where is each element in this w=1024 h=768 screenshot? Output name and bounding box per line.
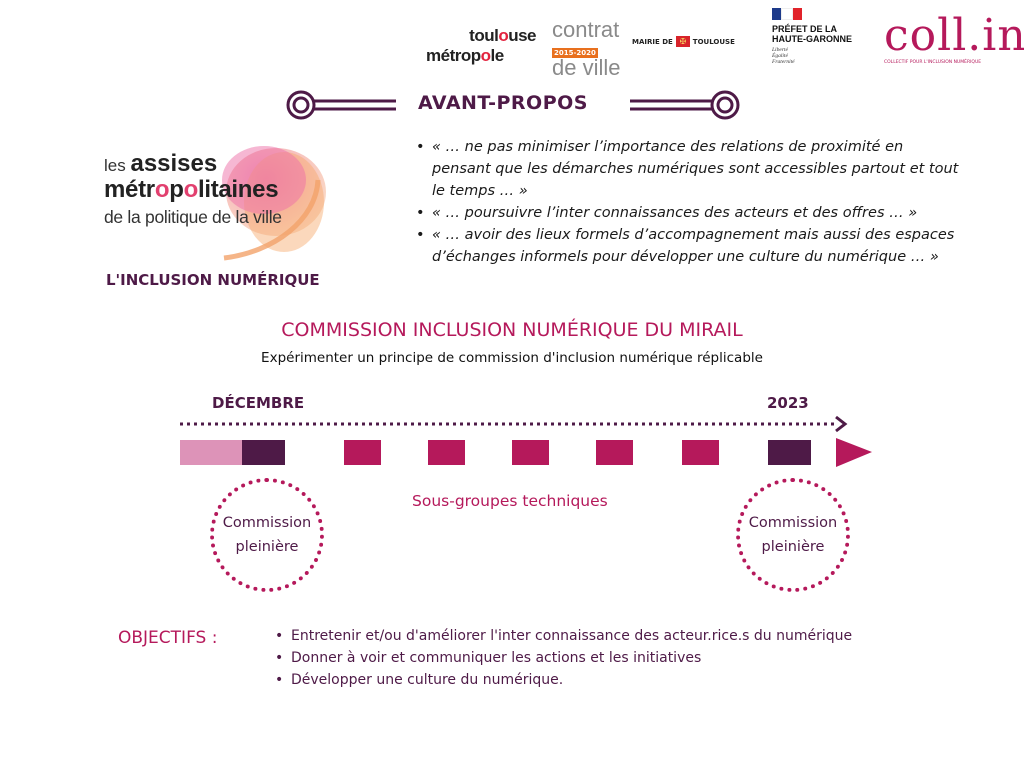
logo-text: assises (130, 150, 218, 177)
timeline-end-triangle (836, 438, 872, 467)
mairie-toulouse-logo: MAIRIE DE ✠ TOULOUSE (632, 36, 735, 47)
logo-text: litaines (197, 176, 279, 203)
logo-text: les (104, 156, 126, 175)
commission-title: COMMISSION INCLUSION NUMÉRIQUE DU MIRAIL (281, 319, 743, 341)
header-ornament-right (630, 90, 740, 120)
logo-text: de la politique de la ville (104, 207, 282, 227)
timeline-block (768, 440, 811, 465)
collin-wordmark: coll.in (884, 10, 1024, 61)
timeline-end-label: 2023 (767, 394, 809, 412)
plenary-line: Commission (222, 515, 312, 531)
quote-item: « … avoir des lieux formels d’accompagne… (414, 224, 966, 268)
assises-metropolitaines-logo: les assises métropolitaines de la politi… (104, 140, 334, 270)
logo-text: de ville (552, 55, 621, 80)
motto-line: Égalité (772, 53, 788, 59)
plenary-circle-left (210, 478, 324, 592)
plenary-line: pleinière (235, 539, 299, 555)
prefet-title: PRÉFET DE LA HAUTE-GARONNE (772, 24, 852, 44)
sous-groupes-label: Sous-groupes techniques (412, 492, 608, 510)
timeline-arrow-head (835, 415, 848, 433)
logo-text: MAIRIE DE (632, 37, 673, 46)
logo-text: use (508, 26, 536, 45)
motto-line: Fraternité (772, 59, 795, 65)
logo-text: contrat (552, 17, 620, 42)
plenary-label-left: Commission pleinière (206, 511, 328, 559)
logo-text: o (154, 176, 170, 203)
objectifs-list: Entretenir et/ou d'améliorer l'inter con… (274, 625, 852, 691)
logo-text: o (183, 176, 199, 203)
quote-item: « … poursuivre l’inter connaissances des… (414, 202, 966, 224)
plenary-line: Commission (748, 515, 838, 531)
toulouse-metropole-logo: toulouse métropole (426, 26, 538, 66)
timeline-block (512, 440, 549, 465)
objectif-item: Développer une culture du numérique. (274, 669, 852, 691)
inclusion-numerique-label: L'INCLUSION NUMÉRIQUE (106, 271, 320, 289)
timeline-block (344, 440, 381, 465)
timeline-block (596, 440, 633, 465)
assises-swirl-graphic (222, 146, 326, 261)
timeline-block (682, 440, 719, 465)
logo-text: p (169, 176, 184, 203)
collin-subtitle: COLLECTIF POUR L'INCLUSION NUMÉRIQUE (884, 60, 982, 65)
quotes-list: « … ne pas minimiser l’importance des re… (414, 136, 966, 268)
section-title-avant-propos: AVANT-PROPOS (418, 92, 588, 114)
timeline-block (428, 440, 465, 465)
motto-line: Liberté (772, 47, 788, 53)
plenary-line: pleinière (761, 539, 825, 555)
logo-text: le (490, 46, 505, 65)
header-ornament-left (286, 90, 396, 120)
logo-text: toul (469, 26, 499, 45)
logo-text: o (498, 26, 509, 45)
occitan-cross-icon: ✠ (675, 36, 690, 47)
timeline-block (242, 440, 285, 465)
logo-text: TOULOUSE (692, 37, 735, 46)
objectifs-title: OBJECTIFS : (118, 628, 218, 648)
objectif-item: Donner à voir et communiquer les actions… (274, 647, 852, 669)
logo-text: o (480, 46, 491, 65)
timeline-block (180, 440, 242, 465)
plenary-label-right: Commission pleinière (732, 511, 854, 559)
objectif-item: Entretenir et/ou d'améliorer l'inter con… (274, 625, 852, 647)
collin-logo: coll.in COLLECTIF POUR L'INCLUSION NUMÉR… (884, 10, 1024, 66)
french-flag-icon (772, 8, 802, 20)
timeline-start-label: DÉCEMBRE (212, 394, 305, 412)
commission-subtitle: Expérimenter un principe de commission d… (261, 350, 763, 366)
contrat-de-ville-logo: contrat 2015-2020 de ville (552, 17, 622, 80)
logo-text: métr (104, 176, 155, 203)
prefet-motto: Liberté Égalité Fraternité (772, 47, 858, 65)
plenary-circle-right (736, 478, 850, 592)
quote-item: « … ne pas minimiser l’importance des re… (414, 136, 966, 202)
prefet-logo: PRÉFET DE LA HAUTE-GARONNE Liberté Égali… (772, 8, 858, 65)
logo-years: 2015-2020 (552, 48, 598, 58)
logo-text: métrop (426, 46, 481, 65)
